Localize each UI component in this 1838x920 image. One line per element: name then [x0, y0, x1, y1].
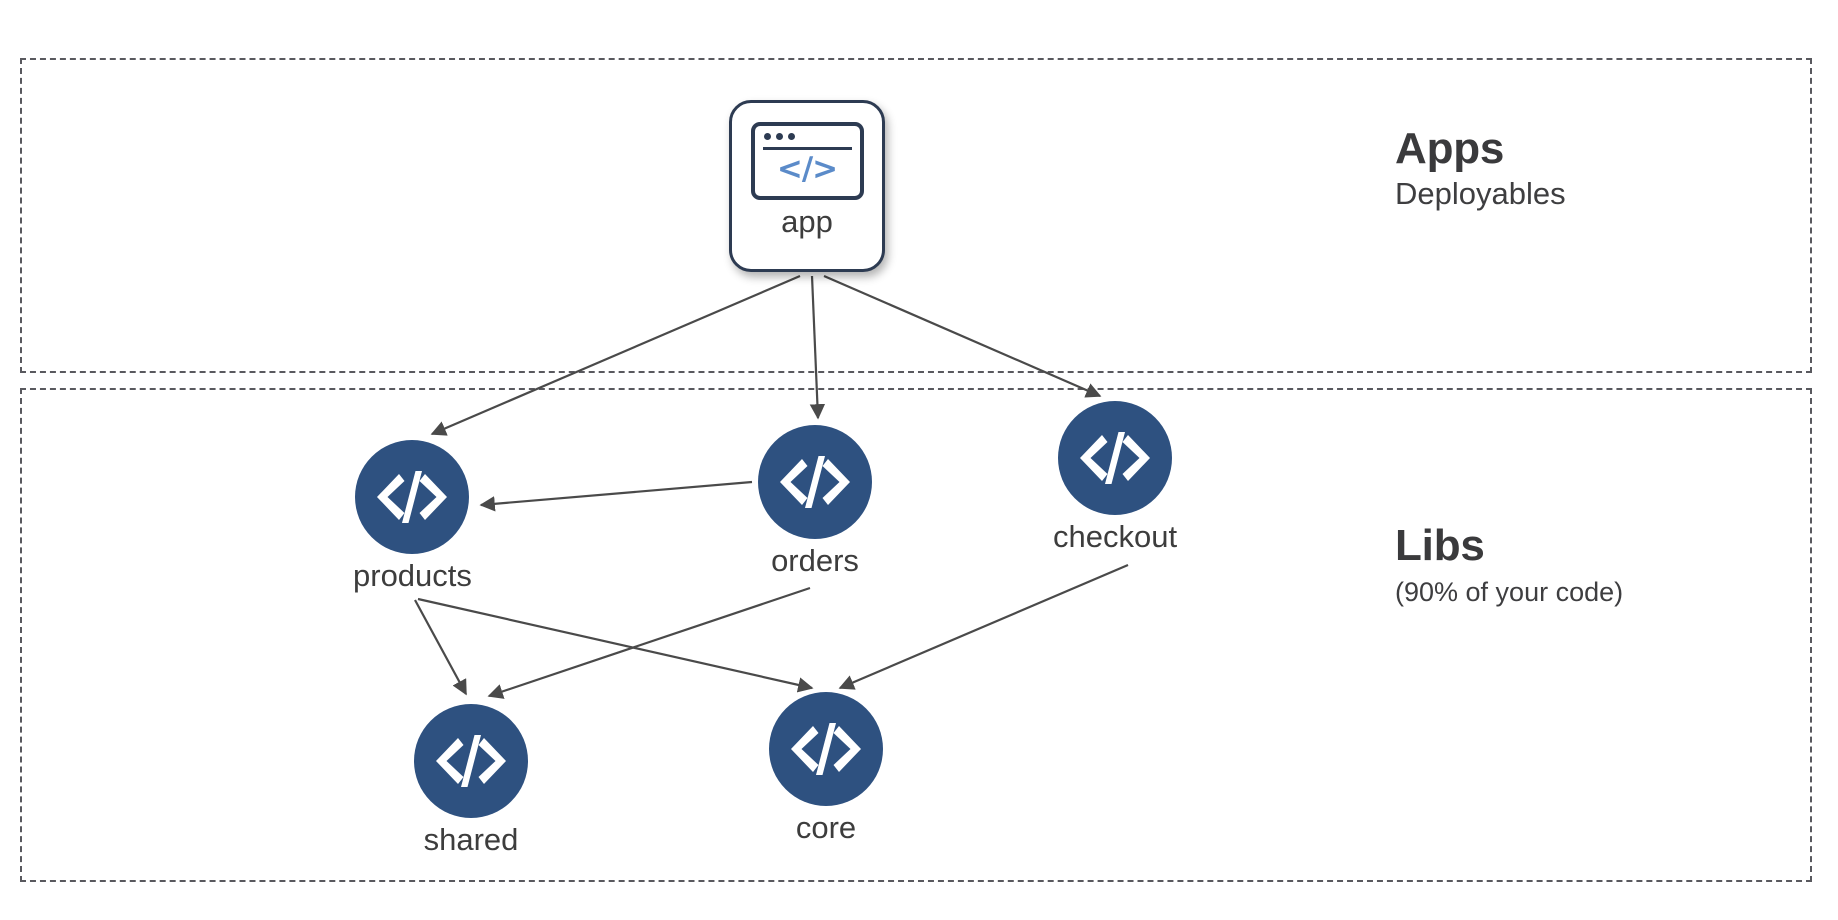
- node-shared[interactable]: shared: [414, 704, 528, 857]
- code-brackets-icon: [769, 692, 883, 806]
- code-brackets-icon: [355, 440, 470, 554]
- zone-libs-legend: Libs (90% of your code): [1395, 521, 1623, 608]
- node-products-label: products: [353, 558, 472, 593]
- zone-libs: [20, 388, 1812, 882]
- node-app-label: app: [781, 204, 833, 239]
- code-brackets-icon: [414, 704, 528, 818]
- zone-libs-subtitle: (90% of your code): [1395, 577, 1624, 608]
- code-brackets-icon: </>: [776, 150, 838, 187]
- node-products[interactable]: products: [353, 440, 472, 593]
- zone-apps-subtitle: Deployables: [1395, 176, 1566, 212]
- node-core[interactable]: core: [769, 692, 883, 845]
- browser-window-code-icon: </>: [750, 122, 864, 200]
- node-shared-label: shared: [423, 822, 519, 857]
- code-brackets-icon: [758, 425, 872, 539]
- node-core-label: core: [795, 810, 857, 845]
- node-checkout-label: checkout: [1053, 519, 1178, 554]
- zone-apps-title: Apps: [1395, 124, 1505, 173]
- zone-libs-title: Libs: [1395, 521, 1485, 570]
- zone-apps-legend: Apps Deployables: [1395, 124, 1566, 212]
- zone-apps: [20, 58, 1812, 373]
- node-orders[interactable]: orders: [758, 425, 872, 578]
- window-titlebar-rule: [762, 147, 852, 150]
- node-checkout[interactable]: checkout: [1053, 401, 1177, 554]
- node-orders-label: orders: [771, 543, 859, 578]
- code-brackets-icon: [1058, 401, 1173, 515]
- window-dots-icon: [763, 133, 795, 140]
- node-app[interactable]: </> app: [729, 100, 885, 272]
